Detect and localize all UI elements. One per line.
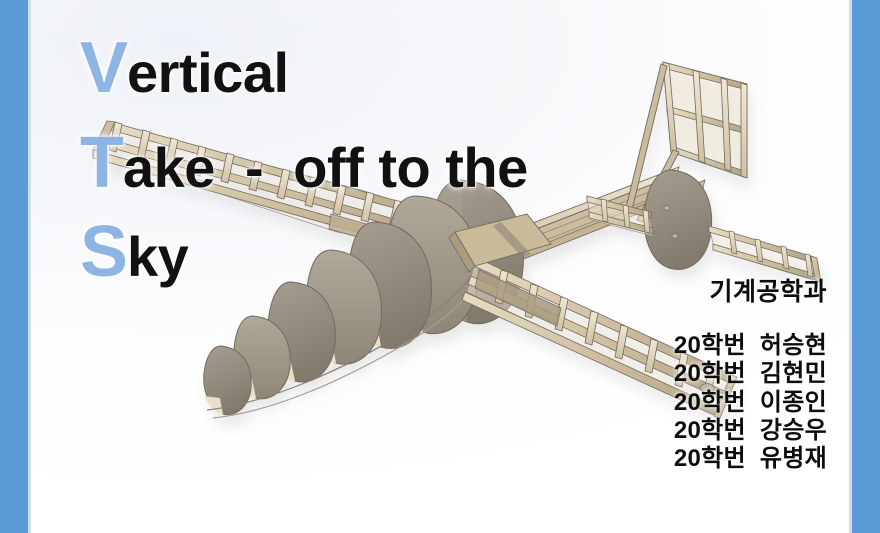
credits-block: 기계공학과 20학번 허승현 20학번 김현민 20학번 이종인 20학번 강승…	[674, 272, 827, 474]
team-member-list: 20학번 허승현 20학번 김현민 20학번 이종인 20학번 강승우 20학번…	[674, 332, 827, 474]
list-item: 20학번 유병재	[673, 445, 827, 473]
tail-former	[643, 169, 713, 270]
title-rest-3: ky	[127, 225, 189, 289]
list-item: 20학번 허승현	[673, 332, 827, 359]
former-2	[232, 315, 291, 400]
list-item: 20학번 이종인	[673, 388, 827, 416]
tail-empennage	[586, 61, 822, 283]
list-item: 20학번 강승우	[673, 416, 827, 444]
title-line-3: Sky	[80, 216, 528, 289]
title-initial-s: S	[80, 212, 128, 293]
title-line-2: Take - off to the	[80, 127, 528, 200]
title-initial-v: V	[80, 28, 128, 108]
title-rest-1: ertical	[127, 41, 289, 104]
list-item: 20학번 김현민	[673, 360, 827, 388]
title-initial-t: T	[80, 123, 124, 204]
department-label: 기계공학과	[709, 278, 827, 306]
title-line-1: Vertical	[80, 32, 528, 104]
slide-canvas: Vertical Take - off to the Sky 기계공학과 20학…	[31, 0, 849, 533]
former-3	[267, 281, 336, 383]
right-accent-bar	[852, 0, 880, 533]
left-accent-bar-edge	[28, 0, 31, 533]
right-accent-bar-edge	[849, 0, 852, 533]
former-1-nose	[203, 345, 252, 416]
left-accent-bar	[0, 0, 28, 533]
slide-title: Vertical Take - off to the Sky	[80, 32, 528, 289]
title-rest-2: ake - off to the	[122, 136, 528, 200]
